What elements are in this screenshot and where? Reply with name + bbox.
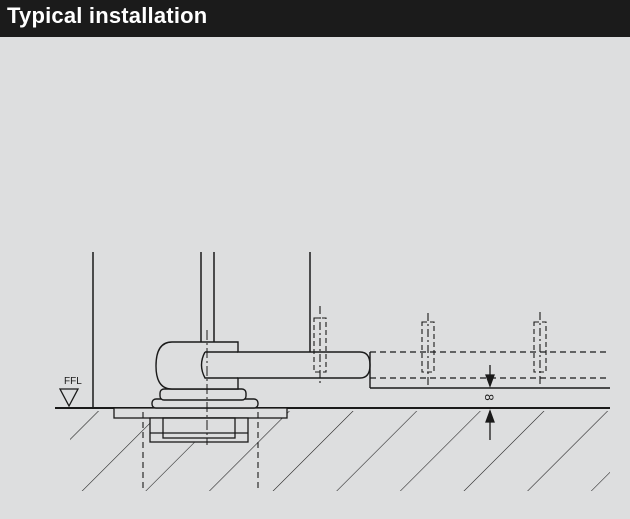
ffl-label: FFL [64, 376, 82, 387]
section-title: Typical installation [7, 3, 208, 28]
installation-diagram: FFL [55, 252, 610, 491]
ffl-marker: FFL [58, 376, 82, 408]
anchor-lines [142, 412, 259, 488]
installation-drawing: FFL [0, 37, 630, 514]
arm-screw-2 [421, 313, 435, 385]
floor-box [113, 407, 288, 443]
bottom-rail [369, 352, 610, 389]
pivot-body [151, 341, 371, 409]
ffl-triangle [58, 388, 80, 408]
dimension-label: 8 [482, 394, 496, 401]
section-header: Typical installation [0, 0, 630, 37]
dimension-gap [485, 365, 495, 440]
arm-screw-3 [533, 312, 547, 385]
arm-screw-1 [313, 306, 327, 383]
